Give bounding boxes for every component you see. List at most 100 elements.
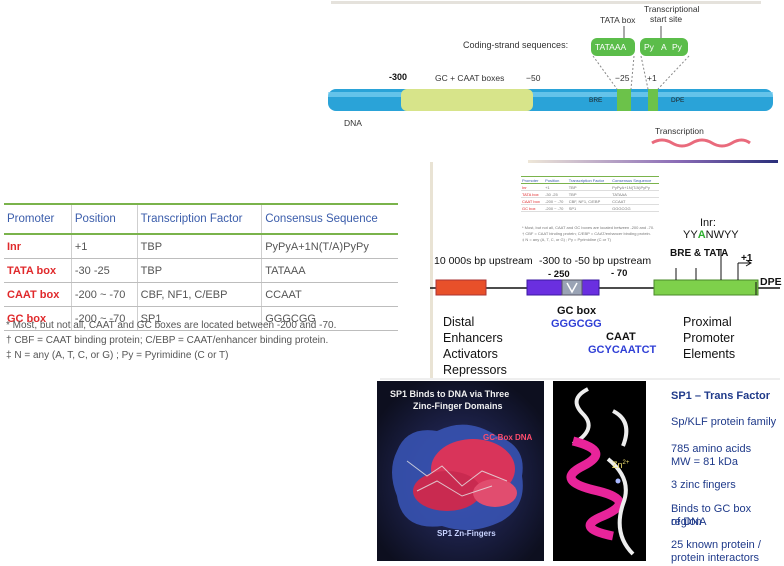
sp1-zinc: 3 zinc fingers <box>671 479 736 491</box>
dna-promoter-panel: Coding-strand sequences: TATA box Transc… <box>325 0 784 160</box>
mini-cell: -30 -25 <box>544 190 568 198</box>
bracket-line <box>657 55 690 90</box>
py-a-py-box <box>640 38 688 56</box>
backbone-trace <box>406 460 508 497</box>
plus1-label: +1 <box>647 73 657 83</box>
proximal-line: Promoter <box>683 331 735 345</box>
row-position: -30 -25 <box>70 258 138 283</box>
m70-label: - 70 <box>611 268 628 279</box>
proximal-label: Proximal Promoter Elements <box>683 314 735 362</box>
row-factor: SP1 <box>136 306 262 331</box>
zn-label: Zn2+ <box>612 460 629 470</box>
tata-box-label: TATA box <box>600 15 636 25</box>
beta-strand <box>606 457 635 556</box>
bre-tata-label: BRE & TATA <box>670 248 729 259</box>
gc-caat-region <box>401 89 533 111</box>
tata-region <box>617 89 631 111</box>
sp1-dna-structure-image: SP1 Binds to DNA via Three Zinc-Finger D… <box>377 381 544 561</box>
note-line: † CBF = CAAT binding protein; C/EBP = CA… <box>6 335 329 346</box>
mini-row: TATA box -30 -25 TBP TATAAA <box>521 190 659 198</box>
mini-cell: +1 <box>544 183 568 191</box>
row-factor: CBF, NF1, C/EBP <box>136 282 262 307</box>
mini-cell: GC box <box>521 204 545 212</box>
header-position: Position <box>70 203 138 235</box>
mini-cell: -200 ~ -70 <box>544 197 568 205</box>
section-divider-vertical <box>430 162 433 380</box>
distal-element-box <box>435 279 487 296</box>
mini-row: CAAT box -200 ~ -70 CBF, NF1, C/EBP CCAA… <box>521 197 659 205</box>
section-divider <box>528 160 778 163</box>
mini-cell: CBF, NF1, C/EBP <box>567 197 612 205</box>
a-seq: A <box>661 42 667 52</box>
mini-cell: Inr <box>521 183 545 191</box>
caat-marker-icon <box>566 282 578 294</box>
distal-line: Distal <box>443 315 475 329</box>
tataaa-box <box>591 38 635 56</box>
note-line: * Most, but not all, CAAT and GC boxes a… <box>6 320 337 331</box>
loop-trace <box>612 409 629 447</box>
zinc-ion-icon <box>615 478 621 484</box>
dna-strand-highlight <box>328 92 773 97</box>
table-row: CAAT box -200 ~ -70 CBF, NF1, C/EBP CCAA… <box>4 282 398 307</box>
distal-line: Enhancers <box>443 331 503 345</box>
proximal-line: Proximal <box>683 315 732 329</box>
sp1-title-line2: Zinc-Finger Domains <box>413 401 503 411</box>
mini-note: † CBF = CAAT binding protein; C/EBP = CA… <box>522 231 651 236</box>
mini-cell: TBP <box>567 183 612 191</box>
distal-label: Distal Enhancers Activators Repressors <box>443 314 507 378</box>
bracket-line <box>630 55 635 90</box>
header-consensus: Consensus Sequence <box>261 203 398 235</box>
sp1-known-2: protein interactors <box>671 552 760 564</box>
proximal-line: Elements <box>683 347 736 361</box>
sp1-aa: 785 amino acids <box>671 443 752 455</box>
row-promoter: Inr <box>4 234 72 259</box>
mini-cell: SP1 <box>567 204 612 212</box>
inr-seq-pre: YY <box>683 229 698 241</box>
bracket-line <box>640 55 649 90</box>
inr-seq-a: A <box>697 229 706 241</box>
row-promoter: CAAT box <box>4 282 72 307</box>
table-header-row: Promoter Position Transcription Factor C… <box>4 203 398 235</box>
table-row: TATA box -30 -25 TBP TATAAA <box>4 258 398 283</box>
dpe-label: DPE <box>671 97 685 104</box>
upstream-label: 10 000s bp upstream <box>434 255 533 267</box>
promoter-diagram <box>430 250 780 296</box>
mini-header-row: Promoter Position Transcription Factor C… <box>521 176 659 184</box>
mini-cell: TATAAA <box>611 190 659 198</box>
dna-diagram <box>328 1 773 148</box>
inr-label: Inr: <box>700 217 716 229</box>
zinc-finger-image: Zn2+ <box>553 381 646 561</box>
gc-dna-label: GC-Box DNA <box>483 433 533 442</box>
py-seq-1: Py <box>644 42 654 52</box>
mini-cell: CCAAT <box>611 197 659 205</box>
sp1-known-1: 25 known protein / <box>671 539 761 551</box>
gc-seq-label: GGGCGG <box>551 318 602 330</box>
sp1-structure-art <box>377 381 544 561</box>
zinc-finger-art <box>566 387 635 556</box>
mini-row: GC box -200 ~ -70 SP1 GGGCGG <box>521 204 659 212</box>
gc-dna-surface-3 <box>473 479 517 507</box>
row-consensus: PyPyA+1N(T/A)PyPy <box>261 234 398 259</box>
sp1-family: Sp/KLF protein family <box>671 416 777 428</box>
mini-header: Position <box>544 176 568 184</box>
minus25-label: −25 <box>615 73 630 83</box>
sp1-mw: MW = 81 kDa <box>671 456 738 468</box>
inr-region <box>648 89 658 111</box>
minus300-label: -300 <box>389 72 408 82</box>
sp1-title-line1: SP1 Binds to DNA via Three <box>390 389 510 399</box>
mini-cell: CAAT box <box>521 197 545 205</box>
header-promoter: Promoter <box>4 203 72 235</box>
row-factor: TBP <box>136 234 262 259</box>
mini-table-notes: * Most, but not all, CAAT and GC boxes a… <box>522 225 672 243</box>
row-position: +1 <box>70 234 138 259</box>
sp1-info-title: SP1 – Trans Factor <box>671 390 771 402</box>
table-notes: * Most, but not all, CAAT and GC boxes a… <box>6 318 336 363</box>
sp1-binds-1: Binds to GC box region <box>671 503 752 528</box>
tss-arrowhead-icon <box>745 259 752 267</box>
row-position: -200 ~ -70 <box>70 306 138 331</box>
mini-cell: TATA box <box>521 190 545 198</box>
bre-label: BRE <box>589 97 603 104</box>
sp1-binds-2: of DNA <box>671 516 707 528</box>
zn-fingers-label: SP1 Zn-Fingers <box>437 529 496 538</box>
mini-header: Transcription Factor <box>567 176 612 184</box>
